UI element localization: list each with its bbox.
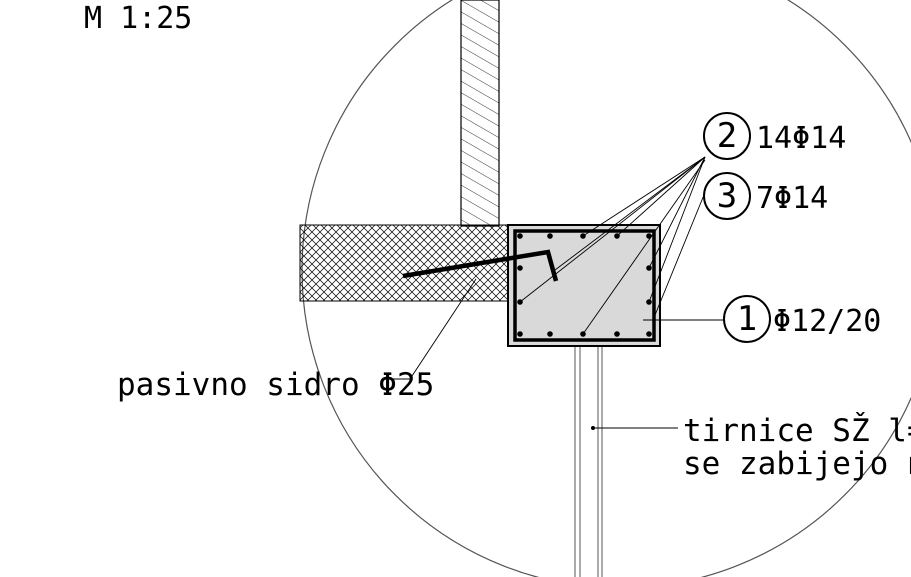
callout-1-number: 1 bbox=[737, 299, 757, 339]
anchor-label: pasivno sidro Φ25 bbox=[117, 367, 434, 403]
callout-1: 1 Φ12/20 bbox=[723, 295, 881, 343]
callout-2-text: 14Φ14 bbox=[756, 121, 846, 156]
scale-label: M 1:25 bbox=[84, 1, 192, 36]
callout-leaders bbox=[384, 156, 724, 429]
callout-3-number: 3 bbox=[717, 176, 737, 216]
anchor-bar bbox=[402, 249, 559, 282]
rails-label-line2: se zabijejo na 1m bbox=[683, 446, 911, 482]
rails-label-line1: tirnice SŽ l=7m bbox=[683, 413, 911, 449]
rail-leader-dot bbox=[591, 426, 595, 430]
callout-2: 2 14Φ14 bbox=[703, 112, 846, 160]
beam-section bbox=[507, 224, 661, 347]
callout-2-number: 2 bbox=[717, 116, 737, 156]
callout-1-text: Φ12/20 bbox=[773, 304, 881, 339]
callout-3: 3 7Φ14 bbox=[703, 172, 828, 220]
vertical-wall bbox=[460, 0, 500, 227]
callout-3-text: 7Φ14 bbox=[756, 181, 828, 216]
